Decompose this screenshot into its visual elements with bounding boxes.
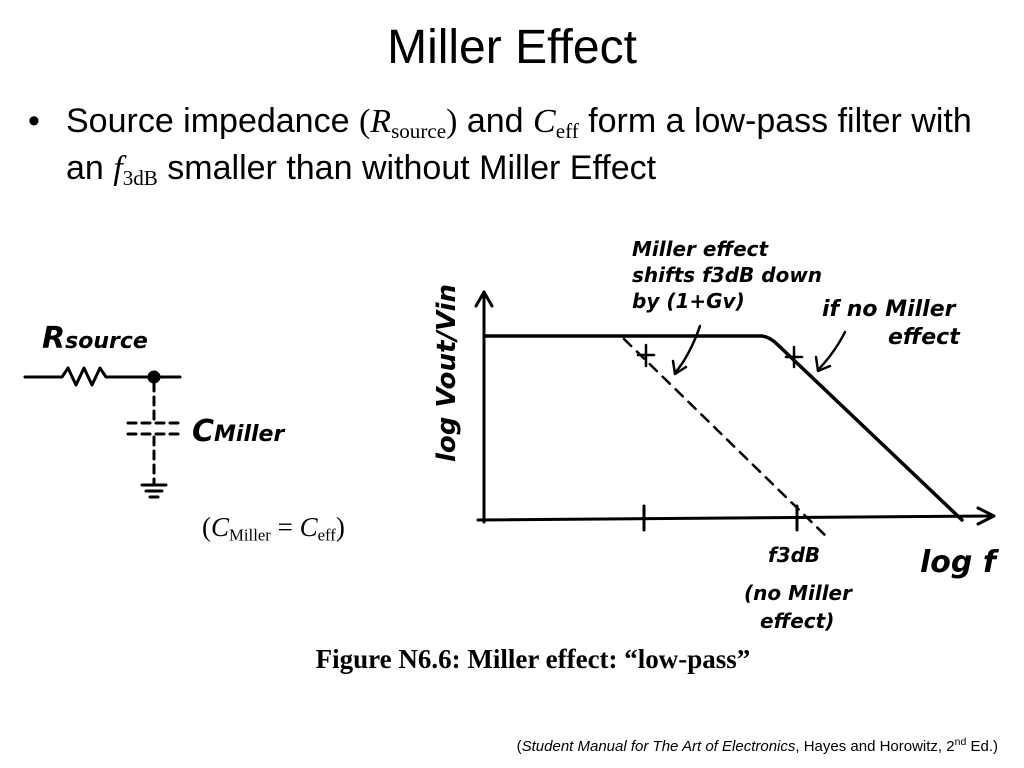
eq-c-eff-sub: eff	[317, 525, 336, 545]
c-eff-symbol: Ceff	[533, 103, 579, 143]
response-curve-no-miller	[484, 334, 964, 522]
x-axis	[476, 514, 995, 522]
eq-c-eff-symbol: C	[299, 512, 318, 542]
equation-c-miller-equals-c-eff: (CMiller = Ceff)	[202, 512, 345, 545]
bode-plot	[474, 290, 996, 542]
f3db-tick-label: f3dB (no Miller effect)	[744, 543, 859, 633]
x-axis-label: log f	[920, 545, 1000, 580]
credit-authors: , Hayes and Horowitz, 2	[795, 738, 955, 755]
bullet-text-4: smaller than without Miller Effect	[157, 149, 657, 187]
eq-equals: =	[270, 512, 300, 542]
credit-edition-sup: nd	[954, 736, 967, 748]
capacitor	[126, 381, 184, 487]
y-axis-label: log Vout/Vin	[432, 284, 462, 462]
credit-edition: Ed.	[966, 738, 993, 755]
x-axis-arrow	[976, 506, 996, 526]
break-point-no-miller	[784, 345, 804, 369]
break-point-miller	[636, 343, 656, 368]
annotation-arrow-no-miller	[816, 330, 847, 372]
bullet-text-3: form a low-pass filter with an	[66, 102, 972, 187]
bullet-text: Source impedance (Rsource) and Ceff form…	[66, 98, 998, 192]
bullet-dot: •	[28, 102, 40, 140]
r-source-symbol: (Rsource)	[358, 103, 458, 143]
eq-c-miller-sub: Miller	[229, 525, 271, 545]
ground-symbol	[140, 483, 168, 499]
response-curve-miller	[622, 337, 832, 542]
circuit	[23, 366, 184, 499]
bullet-point: • Source impedance (Rsource) and Ceff fo…	[28, 98, 998, 192]
f3db-symbol: f3dB	[113, 150, 158, 190]
slide-title: Miller Effect	[387, 21, 637, 74]
credit-book-title: Student Manual for The Art of Electronic…	[521, 738, 796, 755]
y-axis-arrow	[474, 290, 494, 308]
bullet-text-1: Source impedance	[66, 102, 359, 140]
eq-c-miller-symbol: C	[211, 512, 230, 542]
resistor-wire	[23, 366, 182, 387]
annotation-arrowhead-shift	[671, 359, 688, 376]
r-source-label: Rsource	[42, 321, 148, 356]
annotation-arrowhead-no-miller	[814, 355, 832, 373]
c-miller-label: CMiller	[192, 414, 285, 449]
junction-dot	[147, 370, 161, 384]
source-credit: (Student Manual for The Art of Electroni…	[516, 736, 998, 755]
annotation-arrow-shift	[673, 324, 702, 375]
annotation-miller-shift: Miller effect shifts f3dB down by (1+Gv)	[632, 237, 829, 313]
figure-caption: Figure N6.6: Miller effect: “low-pass”	[315, 644, 751, 674]
bullet-text-2: and	[457, 102, 534, 140]
annotation-no-miller: if no Miller effect	[822, 297, 963, 350]
